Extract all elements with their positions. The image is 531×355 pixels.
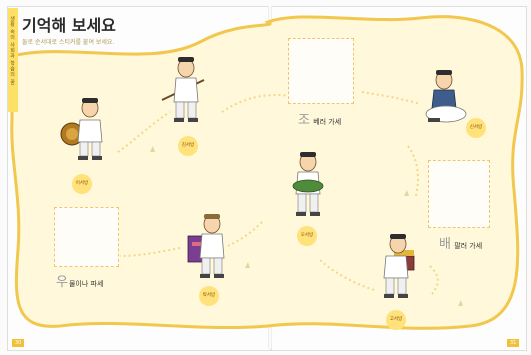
badge-lee: 이서방 — [72, 174, 92, 194]
character-oh-illustration — [292, 152, 324, 216]
sticker-label-right-top: 조 베러 가세 — [298, 109, 341, 128]
character-lee-illustration — [60, 98, 103, 160]
label-text: 물이나 파세 — [68, 280, 104, 288]
badge-go: 고서방 — [386, 310, 406, 330]
badge-shin: 신서방 — [466, 118, 486, 138]
label-initial: 조 — [298, 113, 310, 128]
page-title: 기억해 보세요 — [22, 16, 116, 35]
character-park-illustration — [187, 214, 225, 278]
sticker-box-right-top[interactable] — [288, 38, 354, 104]
character-go-illustration — [383, 234, 415, 298]
left-page-number: 30 — [12, 339, 25, 347]
sticker-label-right-bottom: 배 팔러 가세 — [439, 233, 482, 252]
badge-oh: 오서방 — [297, 226, 317, 246]
page-subtitle: 둘로 순서대로 스티커를 붙여 보세요. — [22, 39, 115, 46]
label-initial: 우 — [56, 275, 68, 290]
character-shin-illustration — [425, 70, 467, 123]
label-text: 팔러 가세 — [451, 242, 483, 250]
sticker-box-right-bottom[interactable] — [428, 160, 490, 228]
character-kim-illustration — [161, 57, 205, 122]
label-initial: 배 — [439, 237, 451, 252]
side-tab-text: 생활 속의 사회과 학습의 꿈 — [9, 16, 15, 85]
label-text: 베러 가세 — [310, 118, 342, 126]
chapter-side-tab: 생활 속의 사회과 학습의 꿈 — [8, 8, 18, 112]
sticker-label-left: 우물이나 파세 — [56, 271, 103, 290]
badge-kim: 김서방 — [178, 136, 198, 156]
right-page-number: 31 — [507, 339, 520, 347]
badge-park: 박서방 — [199, 286, 219, 306]
sticker-box-left[interactable] — [54, 207, 119, 267]
